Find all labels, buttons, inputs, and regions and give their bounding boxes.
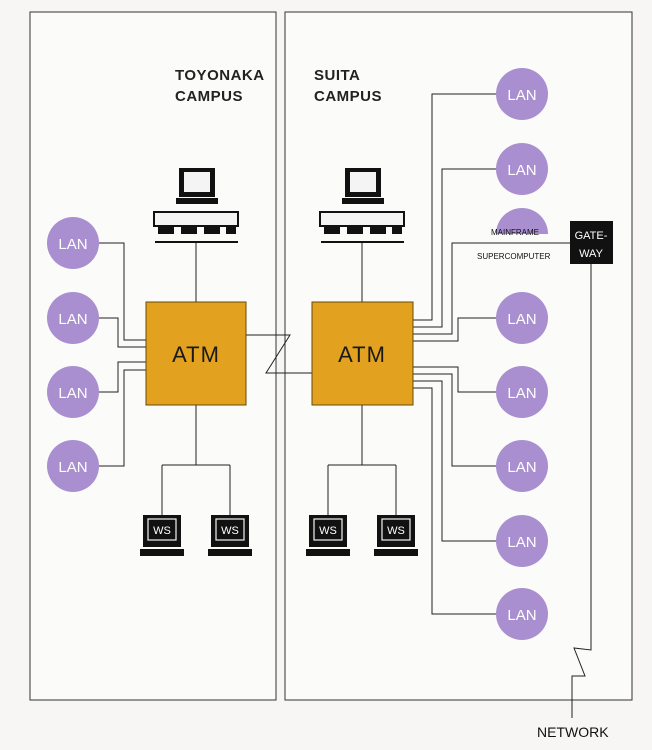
lan-label: LAN [58, 236, 87, 253]
lan-node: LAN [47, 366, 99, 418]
lan-node: LAN [496, 68, 548, 120]
gateway-label-line2: WAY [579, 248, 603, 260]
workstation-icon: WS [208, 515, 252, 556]
workstation-icon: WS [374, 515, 418, 556]
toyonaka-atm-label: ATM [172, 342, 220, 367]
ws-label: WS [319, 525, 337, 537]
lan-label: LAN [58, 311, 87, 328]
lan-label: LAN [507, 534, 536, 551]
toyonaka-atm-switch [145, 301, 247, 406]
lan-node: LAN [496, 143, 548, 195]
suita-atm-label: ATM [338, 342, 386, 367]
suita-title-line1: SUITA [314, 67, 360, 84]
inter-campus-link [246, 334, 312, 374]
supercomputer-label: SUPERCOMPUTER [477, 252, 551, 261]
ws-label: WS [221, 525, 239, 537]
suita-wires [327, 93, 592, 718]
toyonaka-wires [99, 242, 231, 515]
workstation-icon: WS [140, 515, 184, 556]
lan-node: LAN [496, 440, 548, 492]
lan-node: LAN [496, 292, 548, 344]
suita-title-line2: CAMPUS [314, 88, 382, 105]
gateway-box: GATE- WAY [570, 221, 613, 264]
toyonaka-terminal-cluster-icon [153, 168, 239, 243]
lan-node: LAN [47, 292, 99, 344]
lan-node: LAN [47, 440, 99, 492]
lan-label: LAN [507, 459, 536, 476]
lan-label: LAN [58, 385, 87, 402]
toyonaka-title-line1: TOYONAKA [175, 67, 265, 84]
lan-label: LAN [507, 87, 536, 104]
ws-label: WS [387, 525, 405, 537]
lan-node: LAN [496, 515, 548, 567]
lan-node: LAN [496, 588, 548, 640]
lan-label: LAN [507, 385, 536, 402]
lan-node-partial [496, 208, 548, 234]
ws-label: WS [153, 525, 171, 537]
suita-atm-switch [311, 301, 414, 406]
lan-label: LAN [58, 459, 87, 476]
network-label: NETWORK [537, 724, 609, 740]
lan-label: LAN [507, 162, 536, 179]
lan-node: LAN [496, 366, 548, 418]
suita-terminal-cluster-icon [319, 168, 405, 243]
workstation-icon: WS [306, 515, 350, 556]
lan-label: LAN [507, 607, 536, 624]
gateway-label-line1: GATE- [575, 230, 608, 242]
lan-node: LAN [47, 217, 99, 269]
lan-label: LAN [507, 311, 536, 328]
toyonaka-title-line2: CAMPUS [175, 88, 243, 105]
mainframe-label: MAINFRAME [491, 228, 539, 237]
